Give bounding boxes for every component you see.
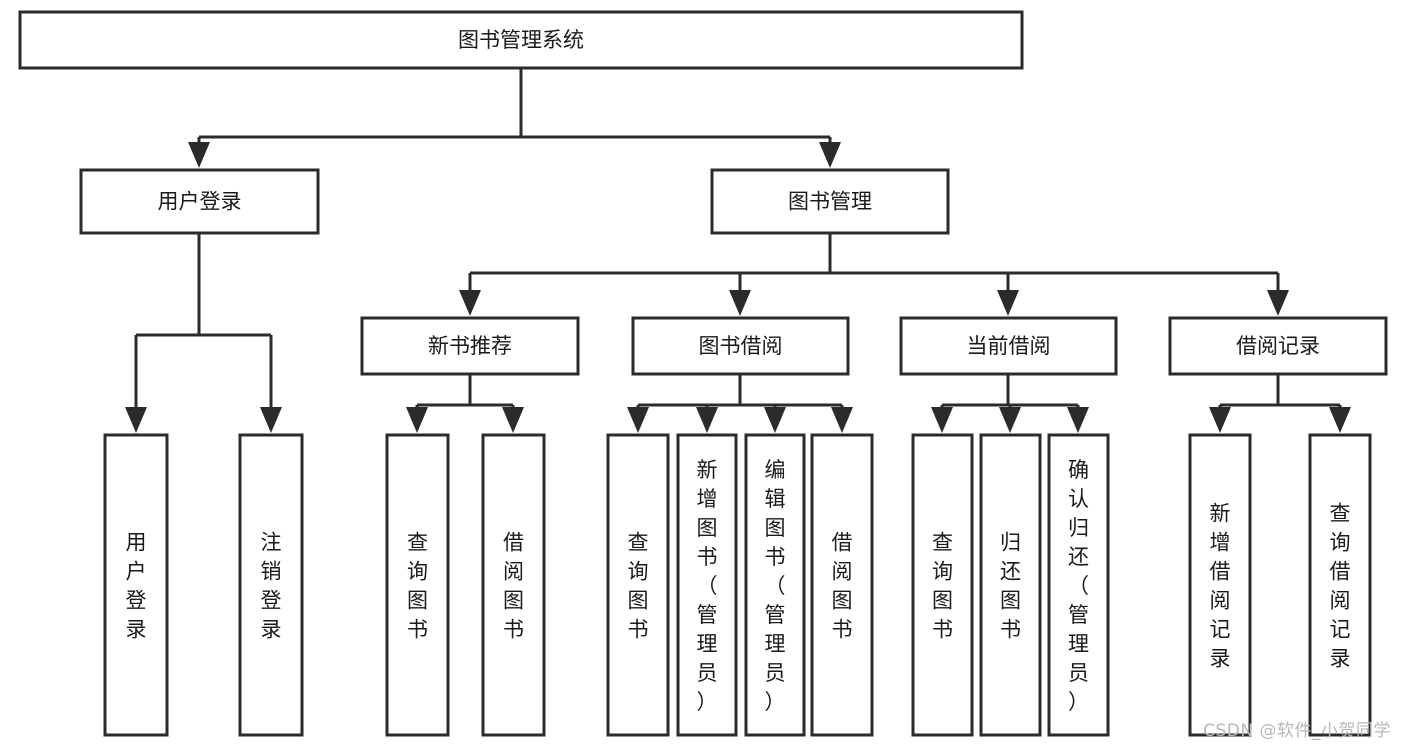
node-label-book-manage: 图书管理 — [788, 190, 872, 214]
node-box-new-book-recommend[interactable] — [360, 316, 580, 376]
connector-conn-borrowrecord-bus — [1209, 374, 1351, 433]
node-new-book-recommend[interactable]: 新书推荐 — [360, 316, 580, 376]
node-leaf-logout[interactable]: 注销登录 — [238, 433, 304, 737]
node-box-leaf-user-login[interactable] — [103, 433, 169, 737]
node-leaf-query-book-3[interactable]: 查询图书 — [911, 433, 974, 737]
arrow-head-icon — [627, 407, 649, 433]
node-leaf-user-login[interactable]: 用户登录 — [103, 433, 169, 737]
node-box-leaf-borrow-book-2[interactable] — [810, 433, 874, 737]
node-box-book-borrow[interactable] — [631, 316, 850, 376]
node-box-book-manage[interactable] — [710, 168, 950, 235]
arrow-head-icon — [188, 142, 210, 168]
node-box-leaf-edit-book-admin[interactable] — [744, 433, 806, 737]
arrow-head-icon — [831, 407, 853, 433]
node-book-borrow[interactable]: 图书借阅 — [631, 316, 850, 376]
node-leaf-add-book-admin[interactable]: 新增图书（管理员） — [676, 433, 738, 737]
node-root[interactable]: 图书管理系统 — [18, 10, 1024, 70]
arrow-head-icon — [819, 142, 841, 168]
node-label-leaf-confirm-return-admin: 确认归还（管理员） — [1068, 458, 1089, 714]
node-user-login[interactable]: 用户登录 — [79, 168, 320, 235]
node-leaf-confirm-return-admin[interactable]: 确认归还（管理员） — [1047, 433, 1110, 737]
arrow-head-icon — [729, 290, 751, 316]
node-leaf-query-book-1[interactable]: 查询图书 — [385, 433, 450, 737]
node-label-leaf-add-borrow-record: 新增借阅记录 — [1210, 502, 1231, 671]
connector-conn-root-bus — [188, 68, 841, 168]
arrow-head-icon — [1267, 290, 1289, 316]
connectors-layer — [125, 68, 1351, 433]
node-label-leaf-borrow-book-2: 借阅图书 — [832, 531, 853, 642]
node-leaf-return-book[interactable]: 归还图书 — [979, 433, 1042, 737]
node-leaf-borrow-book-2[interactable]: 借阅图书 — [810, 433, 874, 737]
node-label-book-borrow: 图书借阅 — [699, 334, 783, 358]
arrow-head-icon — [260, 407, 282, 433]
node-box-leaf-query-book-3[interactable] — [911, 433, 974, 737]
node-box-leaf-logout[interactable] — [238, 433, 304, 737]
node-box-leaf-query-book-2[interactable] — [606, 433, 670, 737]
node-borrow-record[interactable]: 借阅记录 — [1168, 316, 1388, 376]
node-leaf-add-borrow-record[interactable]: 新增借阅记录 — [1188, 433, 1252, 737]
node-label-new-book-recommend: 新书推荐 — [428, 334, 512, 358]
node-label-user-login: 用户登录 — [158, 190, 242, 214]
node-label-leaf-edit-book-admin: 编辑图书（管理员） — [765, 458, 786, 714]
arrow-head-icon — [502, 407, 524, 433]
node-label-current-borrow: 当前借阅 — [967, 334, 1051, 358]
node-box-user-login[interactable] — [79, 168, 320, 235]
node-label-leaf-add-book-admin: 新增图书（管理员） — [697, 458, 718, 714]
connector-conn-bookborrow-bus — [627, 374, 853, 433]
arrow-head-icon — [999, 407, 1021, 433]
node-box-leaf-add-book-admin[interactable] — [676, 433, 738, 737]
arrow-head-icon — [406, 407, 428, 433]
arrow-head-icon — [125, 407, 147, 433]
connector-conn-currentborrow-bus — [931, 374, 1089, 433]
arrow-head-icon — [764, 407, 786, 433]
node-label-leaf-query-borrow-record: 查询借阅记录 — [1330, 502, 1351, 671]
node-label-leaf-return-book: 归还图书 — [1000, 531, 1021, 642]
node-box-root[interactable] — [18, 10, 1024, 70]
nodes-layer: 图书管理系统用户登录图书管理新书推荐图书借阅当前借阅借阅记录用户登录注销登录查询… — [18, 10, 1388, 737]
node-book-manage[interactable]: 图书管理 — [710, 168, 950, 235]
arrow-head-icon — [696, 407, 718, 433]
node-box-leaf-add-borrow-record[interactable] — [1188, 433, 1252, 737]
arrow-head-icon — [1209, 407, 1231, 433]
arrow-head-icon — [459, 290, 481, 316]
node-box-leaf-query-book-1[interactable] — [385, 433, 450, 737]
node-box-borrow-record[interactable] — [1168, 316, 1388, 376]
node-label-leaf-query-book-2: 查询图书 — [628, 531, 649, 642]
node-leaf-query-book-2[interactable]: 查询图书 — [606, 433, 670, 737]
node-leaf-edit-book-admin[interactable]: 编辑图书（管理员） — [744, 433, 806, 737]
arrow-head-icon — [931, 407, 953, 433]
node-box-current-borrow[interactable] — [899, 316, 1118, 376]
node-box-leaf-query-borrow-record[interactable] — [1308, 433, 1372, 737]
arrow-head-icon — [997, 290, 1019, 316]
node-leaf-borrow-book-1[interactable]: 借阅图书 — [481, 433, 546, 737]
node-label-leaf-borrow-book-1: 借阅图书 — [503, 531, 524, 642]
node-label-root: 图书管理系统 — [458, 28, 584, 52]
node-current-borrow[interactable]: 当前借阅 — [899, 316, 1118, 376]
csdn-watermark: CSDN @软件_小贺同学 — [1203, 721, 1391, 741]
node-label-leaf-query-book-3: 查询图书 — [932, 531, 953, 642]
node-box-leaf-confirm-return-admin[interactable] — [1047, 433, 1110, 737]
node-label-leaf-logout: 注销登录 — [261, 531, 282, 642]
node-leaf-query-borrow-record[interactable]: 查询借阅记录 — [1308, 433, 1372, 737]
arrow-head-icon — [1067, 407, 1089, 433]
connector-conn-userlogin-bus — [125, 233, 282, 433]
arrow-head-icon — [1329, 407, 1351, 433]
node-box-leaf-return-book[interactable] — [979, 433, 1042, 737]
connector-conn-newbook-bus — [406, 374, 524, 433]
node-box-leaf-borrow-book-1[interactable] — [481, 433, 546, 737]
node-label-leaf-user-login: 用户登录 — [126, 531, 147, 642]
node-label-borrow-record: 借阅记录 — [1236, 334, 1320, 358]
node-label-leaf-query-book-1: 查询图书 — [407, 531, 428, 642]
connector-conn-bookmanage-bus — [459, 233, 1289, 316]
